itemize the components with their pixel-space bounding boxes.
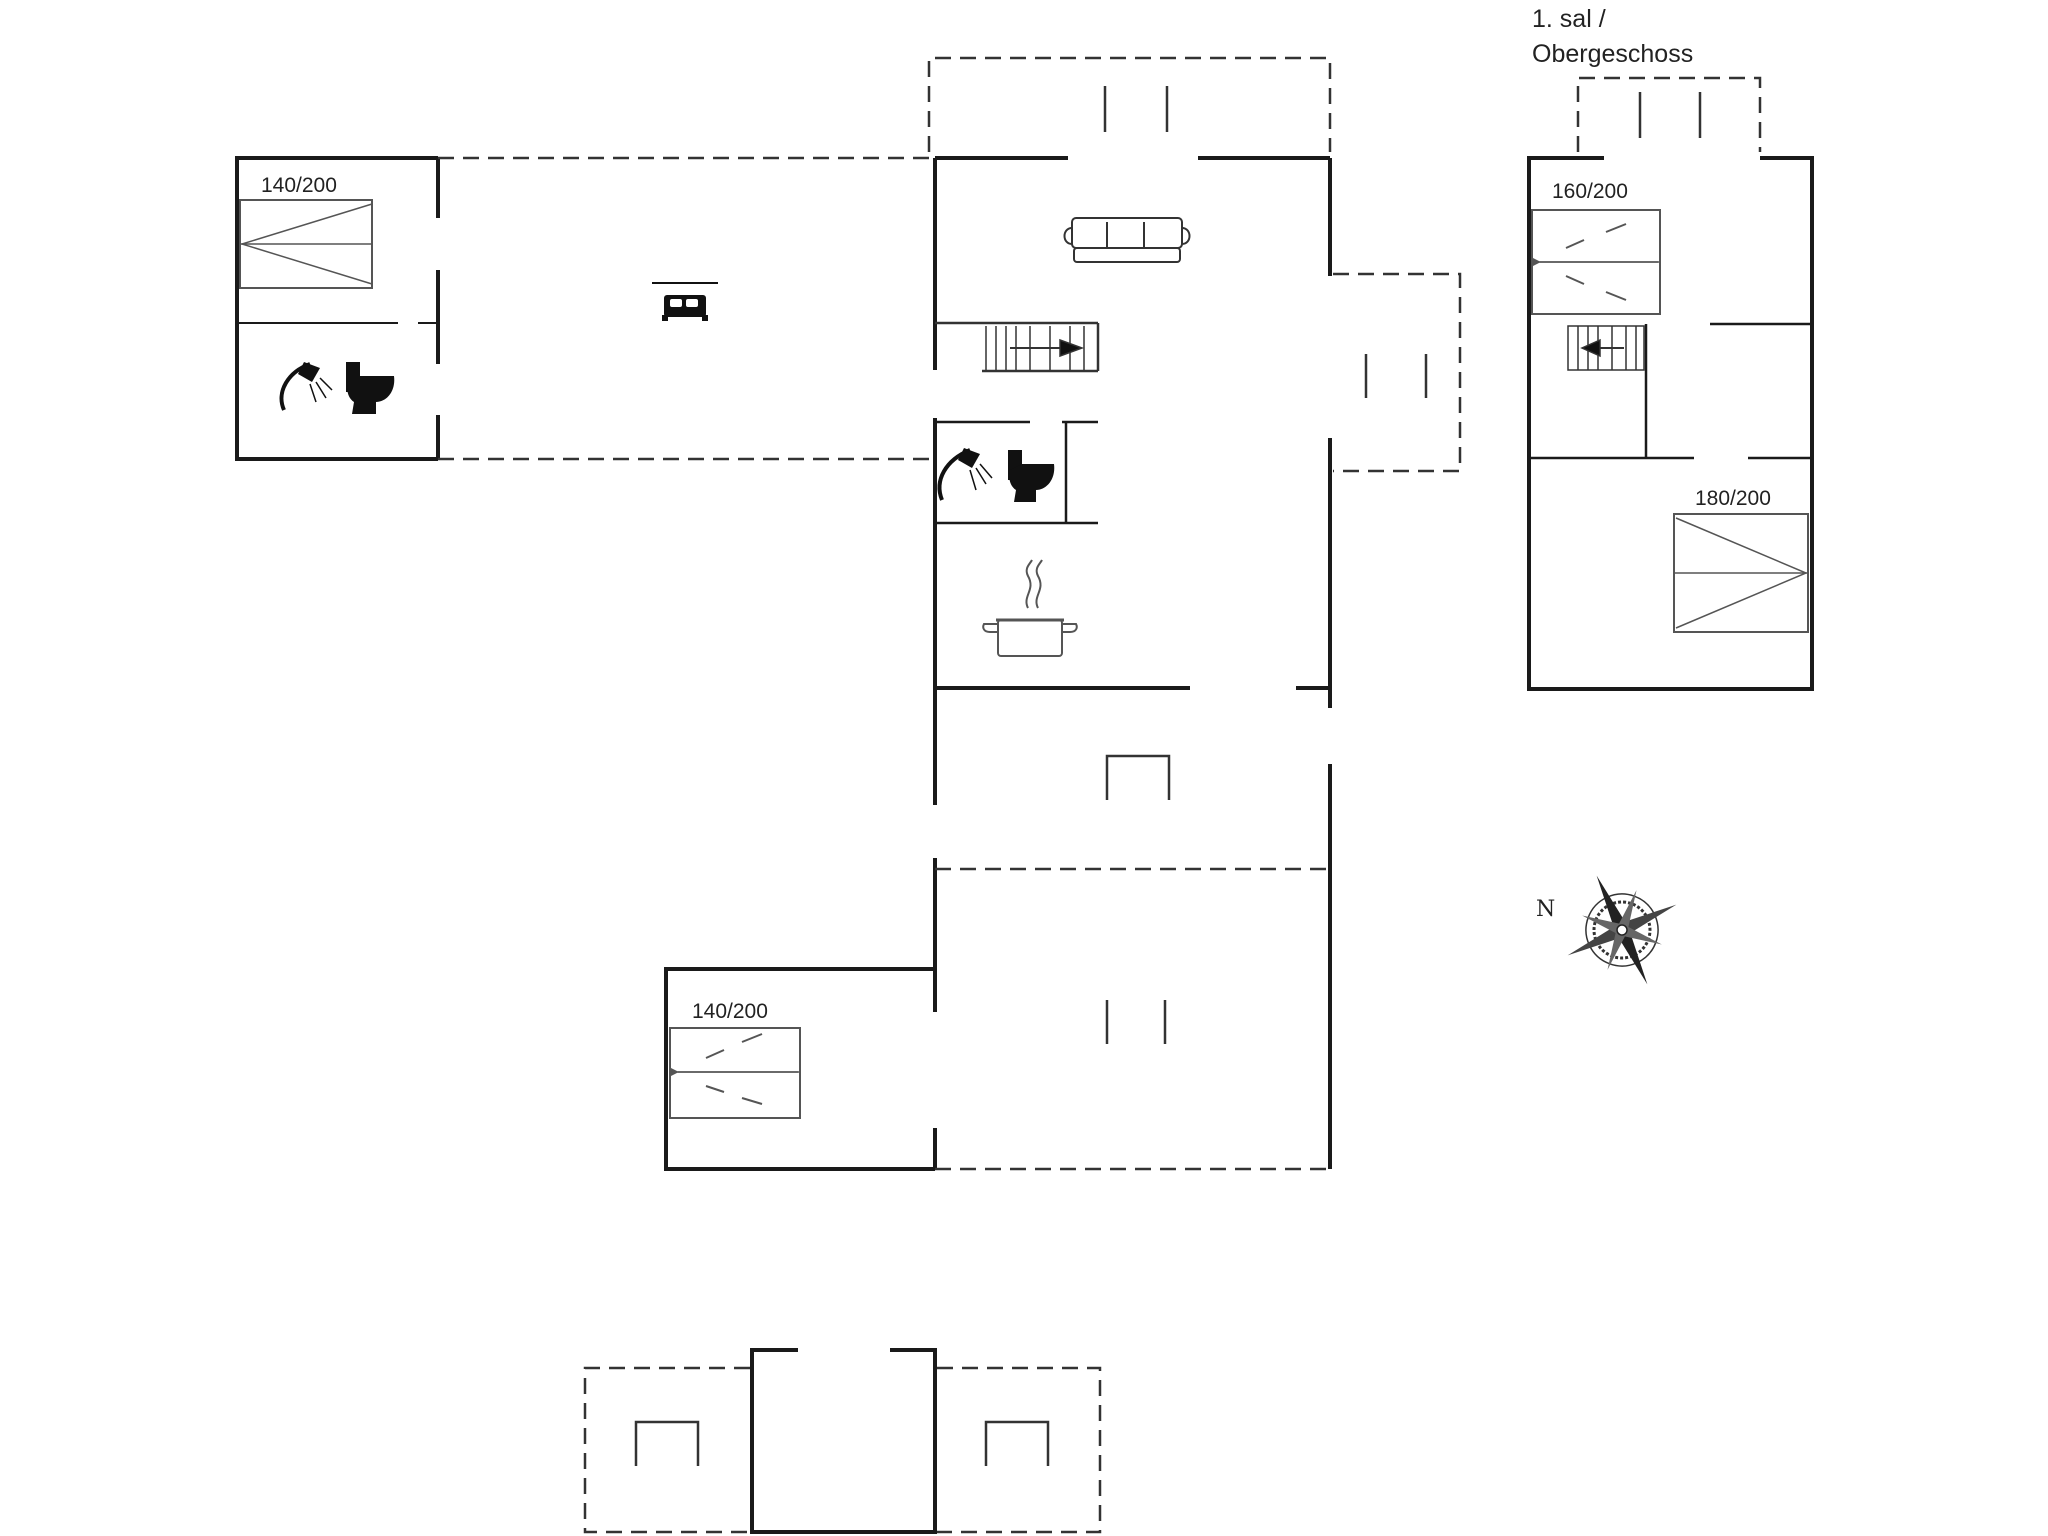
stairs-icon — [1567, 325, 1645, 371]
bed-upper-2: 180/200 — [1673, 487, 1809, 633]
annex-walls — [750, 1348, 937, 1534]
bed-upper-2-size-label: 180/200 — [1695, 487, 1771, 510]
annex-side-terraces — [583, 1366, 1102, 1534]
compass-rose-icon — [1567, 875, 1677, 985]
west-wing-walls — [235, 156, 440, 461]
south-terrace-chairs — [1105, 1000, 1167, 1044]
south-terrace-outline — [935, 867, 1330, 1171]
upper-floor-walls — [1527, 156, 1814, 691]
bed-upper-1: 160/200 — [1531, 180, 1661, 315]
shower-icon — [937, 448, 993, 501]
toilet-icon — [1008, 450, 1055, 502]
upper-balcony-outline — [1576, 76, 1762, 152]
east-terrace-outline — [1333, 272, 1462, 473]
bed-upper-1-size-label: 160/200 — [1552, 180, 1628, 203]
upper-floor-label-line1: 1. sal / — [1532, 5, 1606, 33]
west-terrace-outline — [438, 156, 935, 461]
cooking-pot-icon — [982, 559, 1078, 657]
east-terrace-chairs — [1364, 354, 1428, 398]
north-terrace-chairs — [1103, 86, 1169, 132]
sofa-icon — [1063, 217, 1191, 263]
toilet-icon — [346, 362, 395, 414]
shower-icon — [279, 362, 333, 411]
bed-icon — [652, 282, 718, 321]
annex-chairs — [634, 1420, 1050, 1466]
hall-table-outline — [1105, 754, 1171, 800]
bed-south: 140/200 — [669, 1000, 801, 1119]
north-terrace-outline — [927, 56, 1332, 152]
upper-floor-label-line2: Obergeschoss — [1532, 40, 1694, 68]
bed-west: 140/200 — [239, 174, 373, 289]
compass-north-label: N — [1536, 897, 1555, 922]
upper-floor-label: 1. sal / Obergeschoss — [1532, 2, 1693, 72]
stairs-icon — [935, 321, 1100, 373]
upper-balcony-chairs — [1638, 92, 1702, 138]
bed-west-size-label: 140/200 — [261, 174, 337, 197]
central-block-walls — [664, 156, 1332, 1171]
bed-south-size-label: 140/200 — [692, 1000, 768, 1023]
